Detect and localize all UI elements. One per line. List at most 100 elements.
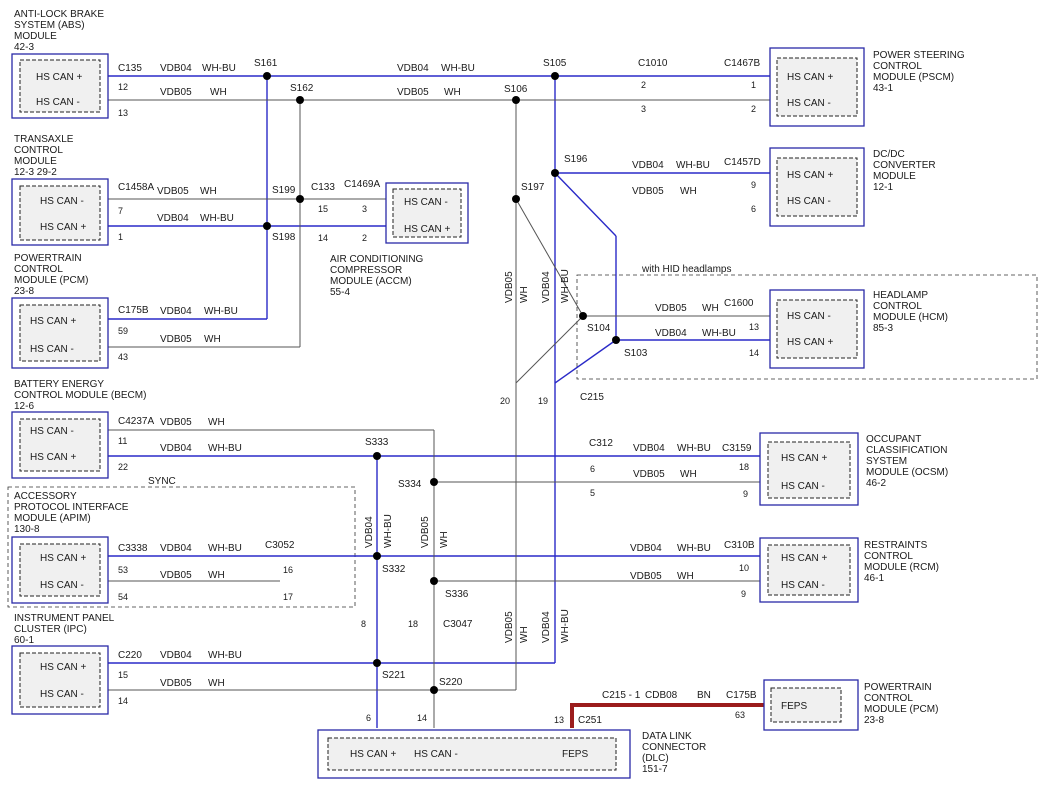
module-pcm-pin-1: HS CAN +	[30, 316, 77, 327]
wire-label-wh: WH	[200, 186, 217, 197]
module-dlc-title-line3: (DLC)	[642, 753, 669, 764]
module-rcm-title-line2: CONTROL	[864, 551, 913, 562]
splice-s332-dot	[373, 552, 381, 560]
wire-label-whbu: WH-BU	[202, 63, 236, 74]
wire-label-vdb05: VDB05	[504, 611, 515, 643]
module-accm-title-line3: MODULE (ACCM)	[330, 276, 412, 287]
module-pcm-feps-pin: FEPS	[781, 701, 807, 712]
splice-s333-label: S333	[365, 437, 389, 448]
wire-label-vdb05: VDB05	[420, 516, 431, 548]
module-accm-title-line1: AIR CONDITIONING	[330, 254, 424, 265]
module-dlc-title-line2: CONNECTOR	[642, 742, 706, 753]
wire-label-vdb04: VDB04	[541, 271, 552, 303]
module-pcm-feps: FEPS POWERTRAIN CONTROL MODULE (PCM) 23-…	[763, 679, 938, 731]
splice-s103-dot	[612, 336, 620, 344]
module-dcdc-title-line3: MODULE	[873, 171, 916, 182]
module-accm-pin-1: HS CAN -	[404, 197, 448, 208]
connector-c310b: C310B	[724, 540, 755, 551]
module-abs-title-line2: SYSTEM (ABS)	[14, 20, 85, 31]
module-ipc: INSTRUMENT PANEL CLUSTER (IPC) 60-1 HS C…	[11, 613, 115, 715]
module-dcdc-pin-2: HS CAN -	[787, 196, 831, 207]
pin-number: 13	[554, 715, 564, 725]
pin-number: 63	[735, 710, 745, 720]
connector-c1469a: C1469A	[344, 179, 380, 190]
module-pcm: POWERTRAIN CONTROL MODULE (PCM) 23-8 HS …	[11, 253, 109, 369]
pin-number: 2	[362, 233, 367, 243]
wire-label-vdb05: VDB05	[157, 186, 189, 197]
splice-s161-label: S161	[254, 58, 278, 69]
pin-number: 9	[743, 489, 748, 499]
hid-headlamps-group-outline	[576, 274, 1038, 380]
connector-labels: C135 C1458A C175B C4237A C3338 C3052 C22…	[118, 58, 761, 726]
wire-label-vdb04: VDB04	[157, 213, 189, 224]
connector-c215-1: C215 - 1	[602, 690, 641, 701]
module-rcm: HS CAN + HS CAN - RESTRAINTS CONTROL MOD…	[759, 537, 939, 603]
wire-label-wh: WH	[444, 87, 461, 98]
wire-label-vdb04: VDB04	[160, 63, 192, 74]
module-dlc-pin-2: HS CAN -	[414, 749, 458, 760]
wire-labels: VDB04 WH-BU VDB05 WH VDB04 WH-BU VDB05 W…	[157, 63, 736, 701]
module-ocsm-title-line3: SYSTEM	[866, 456, 907, 467]
wire-label-wh: WH	[702, 303, 719, 314]
wire-label-whbu: WH-BU	[200, 213, 234, 224]
splice-s161-dot	[263, 72, 271, 80]
wire-label-wh: WH	[439, 531, 450, 548]
wire-label-wh: WH	[208, 570, 225, 581]
module-abs-pin-1: HS CAN +	[36, 72, 83, 83]
module-tcm-title-line2: CONTROL	[14, 145, 63, 156]
module-ocsm-title-line5: 46-2	[866, 478, 886, 489]
module-rcm-title-line1: RESTRAINTS	[864, 540, 928, 551]
module-dcdc: HS CAN + HS CAN - DC/DC CONVERTER MODULE…	[769, 147, 936, 227]
wire-label-whbu: WH-BU	[383, 514, 394, 548]
splice-s162-label: S162	[290, 83, 314, 94]
wire-label-wh: WH	[204, 334, 221, 345]
wire-label-whbu: WH-BU	[441, 63, 475, 74]
connector-c215: C215	[580, 392, 604, 403]
module-pcm-title-line4: 23-8	[14, 286, 34, 297]
splice-s198-dot	[263, 222, 271, 230]
module-accm-title-line2: COMPRESSOR	[330, 265, 402, 276]
wire-label-whbu: WH-BU	[208, 650, 242, 661]
module-apim-pin-1: HS CAN +	[40, 553, 87, 564]
pin-number: 15	[118, 670, 128, 680]
splice-s105-label: S105	[543, 58, 567, 69]
module-ocsm-pin-2: HS CAN -	[781, 481, 825, 492]
pin-number: 20	[500, 396, 510, 406]
wire-label-vdb05: VDB05	[397, 87, 429, 98]
pin-number: 3	[362, 204, 367, 214]
pin-numbers: 12 13 7 1 59 43 11 22 53 54 16 17 15 14 …	[118, 80, 759, 725]
module-rcm-title-line3: MODULE (RCM)	[864, 562, 939, 573]
wire-label-wh: WH	[519, 626, 530, 643]
pin-number: 16	[283, 565, 293, 575]
wire-label-vdb05: VDB05	[630, 571, 662, 582]
hid-headlamps-note: with HID headlamps	[641, 264, 731, 275]
module-ipc-pin-1: HS CAN +	[40, 662, 87, 673]
pin-number: 19	[538, 396, 548, 406]
wire-label-wh: WH	[210, 87, 227, 98]
module-becm-title-line2: CONTROL MODULE (BECM)	[14, 390, 146, 401]
pin-number: 2	[751, 104, 756, 114]
wire-label-vdb04: VDB04	[397, 63, 429, 74]
pin-number: 5	[590, 488, 595, 498]
connector-c3159: C3159	[722, 443, 752, 454]
module-accm-pin-2: HS CAN +	[404, 224, 451, 235]
connector-c1010: C1010	[638, 58, 668, 69]
splice-s197-dot	[512, 195, 520, 203]
splice-s162-dot	[296, 96, 304, 104]
module-pscm-pin-1: HS CAN +	[787, 72, 834, 83]
splice-s105-dot	[551, 72, 559, 80]
pin-number: 6	[590, 464, 595, 474]
connector-c135: C135	[118, 63, 142, 74]
module-pcm-feps-title-line2: CONTROL	[864, 693, 913, 704]
module-ocsm-title-line4: MODULE (OCSM)	[866, 467, 948, 478]
connector-c133: C133	[311, 182, 335, 193]
pin-number: 14	[318, 233, 328, 243]
module-ocsm-pin-1: HS CAN +	[781, 453, 828, 464]
splice-s199-dot	[296, 195, 304, 203]
splice-s198-label: S198	[272, 232, 296, 243]
splice-s334-label: S334	[398, 479, 422, 490]
splice-labels: S161 S162 S105 S106 S196 S197 S199 S198 …	[254, 58, 648, 688]
pin-number: 1	[751, 80, 756, 90]
splice-s106-dot	[512, 96, 520, 104]
